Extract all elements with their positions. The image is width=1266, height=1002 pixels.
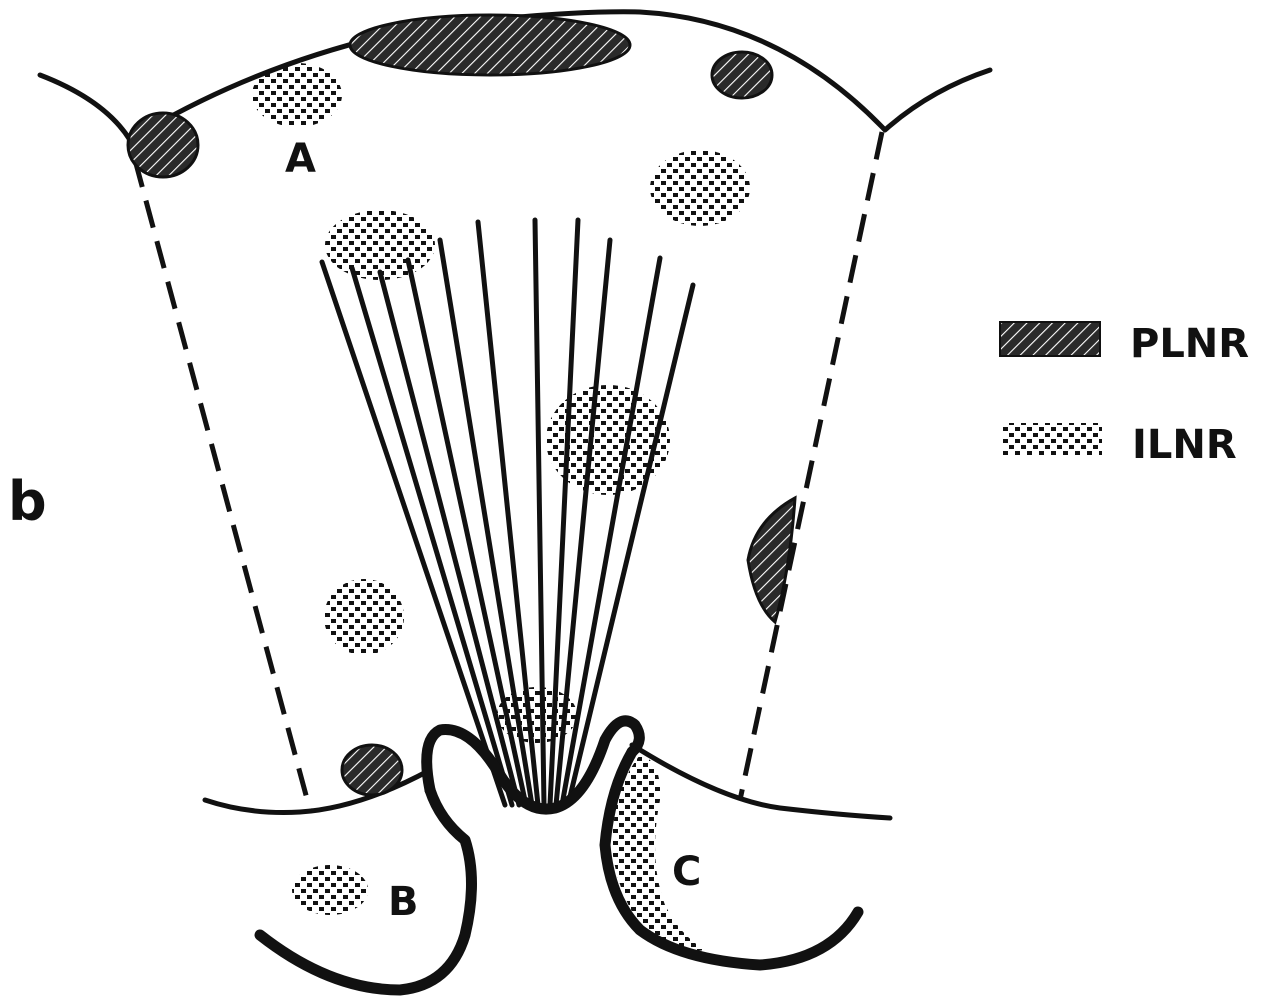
right-dashed-boundary [740,132,882,800]
region-label-b: B [388,879,419,925]
plnr-legend-label: PLNR [1130,321,1249,367]
legend: PLNR ILNR [1000,321,1249,468]
region-label-a: A [285,136,316,182]
left-dashed-boundary [135,160,310,810]
ilnr-region [546,385,670,495]
ilnr-region [324,579,404,655]
plnr-legend-swatch [1000,322,1100,356]
ilnr-legend-label: ILNR [1132,422,1237,468]
plnr-region [128,113,198,177]
ilnr-region [325,210,435,280]
plnr-region [350,15,630,75]
plnr-region [712,52,772,98]
ilnr-regions [252,63,750,951]
plnr-region [748,498,795,622]
ilnr-legend-swatch [1002,423,1102,455]
ilnr-region [292,865,368,915]
ilnr-region [497,687,577,743]
plnr-region [342,745,402,795]
panel-label: b [8,470,47,533]
region-label-c: C [672,849,701,895]
ilnr-region [252,63,342,127]
lower-right-rim [632,745,890,818]
ilnr-region [650,150,750,226]
fiber [322,262,505,805]
